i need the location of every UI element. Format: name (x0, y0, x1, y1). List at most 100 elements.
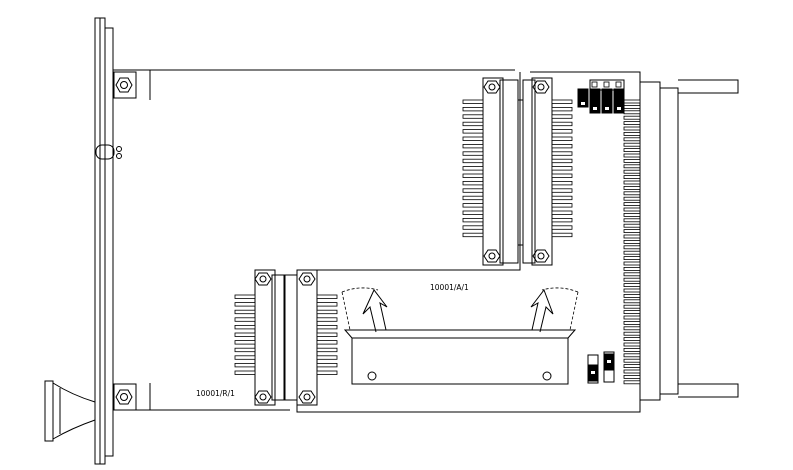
connector-pin (623, 293, 641, 298)
connector-pin (462, 107, 484, 112)
standoff-bottom-left (113, 383, 137, 411)
connector-pin (623, 256, 641, 261)
connector-pin (316, 309, 338, 315)
connector-pin (316, 347, 338, 353)
rear-board (112, 69, 515, 411)
connector-pin (316, 355, 338, 360)
connector-pin (623, 342, 641, 347)
connector-pin (623, 196, 641, 201)
connector-pin (623, 353, 641, 358)
connector-pin (462, 121, 484, 127)
connector-pin (551, 99, 573, 104)
connector-pin (623, 347, 641, 352)
connector-pin (623, 121, 641, 125)
connector-pin (551, 121, 573, 127)
connector-pin (623, 131, 641, 136)
lower-connector-pair (254, 269, 318, 406)
connector-pin (234, 355, 256, 360)
connector-pin (623, 223, 641, 228)
connector-pin (623, 202, 641, 207)
connector-pin (551, 143, 573, 149)
connector-pin (623, 337, 641, 342)
upper-connector-pins-left (462, 99, 484, 238)
connector-pin (623, 164, 641, 169)
connector-pin (551, 136, 573, 141)
connector-pin (623, 180, 641, 185)
connector-pin (623, 364, 641, 369)
connector-pin (623, 191, 641, 196)
connector-pin (551, 203, 573, 208)
lower-connector-screws (254, 272, 316, 404)
connector-pin (623, 320, 641, 325)
connector-pin (551, 195, 573, 201)
adapter-board-label: 10001/A/1 (430, 283, 469, 292)
connector-pin (462, 136, 484, 141)
connector-pin (623, 169, 641, 174)
connector-pin (623, 158, 641, 163)
connector-pin (623, 304, 641, 309)
connector-pin (623, 142, 641, 147)
connector-pin (316, 317, 338, 322)
rear-board-label: 10001/R/1 (196, 389, 235, 398)
connector-pin (462, 203, 484, 208)
connector-pin (623, 148, 641, 153)
connector-pin (623, 331, 641, 336)
connector-pin (623, 207, 641, 212)
connector-pin (316, 294, 338, 299)
connector-pin (462, 180, 484, 186)
connector-pin (623, 380, 641, 385)
connector-pin (623, 110, 641, 115)
ribbon-connector (343, 329, 577, 385)
connector-pin (623, 283, 641, 288)
connector-pin (234, 302, 256, 307)
led-indicator (95, 144, 122, 160)
connector-pin (316, 340, 338, 345)
adapter-board (296, 71, 641, 413)
connector-pin (462, 210, 484, 215)
latch-left (341, 287, 388, 333)
connector-pin (623, 299, 641, 304)
panel-handle (44, 380, 96, 442)
connector-pin (623, 212, 641, 217)
connector-pin (462, 195, 484, 201)
connector-pin (623, 105, 641, 109)
connector-pin (623, 137, 641, 142)
connector-pin (623, 185, 641, 190)
connector-pin (623, 229, 641, 234)
connector-pin (462, 151, 484, 156)
connector-pin (462, 188, 484, 193)
connector-pin (234, 294, 256, 299)
connector-pin (623, 261, 641, 266)
standoff-top-left (113, 71, 137, 99)
connector-pin (623, 218, 641, 223)
connector-pin (316, 324, 338, 330)
connector-pin (234, 340, 256, 345)
connector-pin (551, 107, 573, 112)
connector-pin (551, 158, 573, 164)
connector-pin (234, 332, 256, 337)
connector-pin (234, 317, 256, 322)
connector-pin (316, 302, 338, 307)
connector-pin (462, 99, 484, 104)
connector-pin (623, 310, 641, 315)
connector-pin (623, 245, 641, 250)
connector-pin (623, 288, 641, 293)
lower-connector-pins-left (234, 294, 256, 375)
connector-pin (623, 266, 641, 271)
connector-pin (551, 114, 573, 119)
jumper-block-bottom (587, 351, 615, 384)
lower-connector-pins-right (316, 294, 338, 375)
connector-pin (316, 362, 338, 368)
connector-pin (462, 129, 484, 134)
edge-connector (639, 79, 739, 401)
connector-pin (234, 309, 256, 315)
connector-pin (462, 217, 484, 223)
connector-pin (551, 129, 573, 134)
connector-pin (623, 153, 641, 158)
connector-pin (551, 217, 573, 223)
front-panel (94, 17, 114, 465)
connector-pin (462, 143, 484, 149)
connector-pin (623, 115, 641, 120)
connector-pin (551, 210, 573, 215)
